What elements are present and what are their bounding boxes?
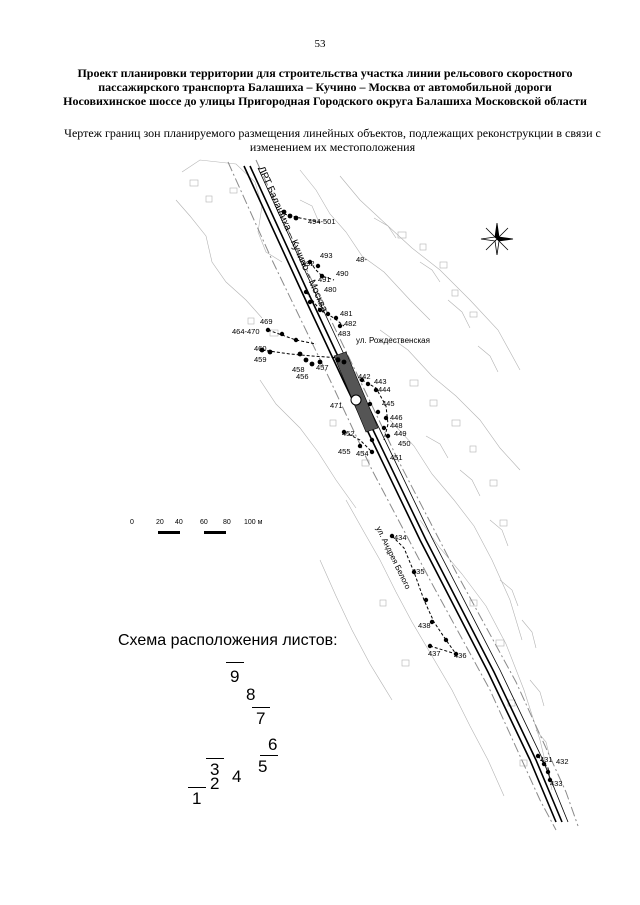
point-label: 481: [340, 309, 353, 318]
point-label: 460: [254, 344, 267, 353]
station-platform: [333, 351, 379, 433]
point-label: 450: [398, 439, 411, 448]
sheet-number: 4: [232, 767, 242, 786]
point-label: 482: [344, 319, 357, 328]
point-label: 431: [540, 755, 553, 764]
scale-tick-label: 0: [130, 519, 134, 526]
point-label: 435: [412, 567, 425, 576]
sheet-number: 5: [258, 755, 278, 775]
sheet-number: 3: [206, 758, 224, 778]
map-subtitle: Чертеж границ зон планируемого размещени…: [64, 126, 601, 154]
railway-label: ЛРТ Балашиха – Кучино – Москва: [255, 165, 330, 315]
point-label: 442: [358, 372, 371, 381]
point-labels: 494-501 493 492 48- 490 491 480 481 482 …: [232, 217, 569, 788]
point-label: 446: [390, 413, 403, 422]
north-arrow-icon: [480, 222, 514, 256]
point-label: 444: [378, 385, 391, 394]
corridor-boundaries: [227, 159, 579, 831]
scale-segment: [204, 531, 226, 534]
scale-tick-label: 40: [175, 519, 183, 526]
point-label: 448: [390, 421, 403, 430]
sheet-number: 7: [252, 707, 270, 727]
railway-tracks: [243, 165, 569, 823]
point-label: 445: [382, 399, 395, 408]
sheet-number: 6: [268, 735, 278, 754]
point-label: 443: [374, 377, 387, 386]
point-label: 456: [296, 372, 309, 381]
point-label: 451: [390, 453, 403, 462]
point-label: 458: [292, 365, 305, 374]
scale-segment: [158, 531, 180, 534]
document-title: Проект планировки территории для строите…: [63, 66, 587, 108]
point-label: 459: [254, 355, 267, 364]
point-label: 432: [556, 757, 569, 766]
reconstruction-points: [259, 209, 553, 783]
point-label: 437: [428, 649, 441, 658]
street-label-rozhdestvenskaya: ул. Рождественская: [356, 336, 430, 345]
point-label: 434: [394, 533, 407, 542]
background-context: [175, 159, 553, 797]
sheet-number: 1: [188, 787, 206, 807]
point-label: 438: [418, 621, 431, 630]
point-label: 457: [316, 363, 329, 372]
point-label: 464-470: [232, 327, 260, 336]
point-label: 454: [356, 449, 369, 458]
point-label: 455: [338, 447, 351, 456]
point-label: 436: [454, 651, 467, 660]
sheet-number: 8: [246, 685, 256, 704]
point-label: 490: [336, 269, 349, 278]
point-label: 469: [260, 317, 273, 326]
sheet-number: 2: [210, 774, 220, 793]
point-label: 492: [302, 259, 315, 268]
point-label: 449: [394, 429, 407, 438]
point-label: 48-: [356, 255, 367, 264]
sheet-legend-title: Схема расположения листов:: [118, 632, 338, 649]
scale-tick-label: 100 м: [244, 519, 263, 526]
point-label: 471: [330, 401, 343, 410]
scale-bar: 0 20 40 60 80 100 м: [130, 519, 270, 543]
point-label: 493: [320, 251, 333, 260]
point-label: 491: [318, 275, 331, 284]
page-number: 53: [314, 38, 326, 50]
scale-tick-label: 80: [223, 519, 231, 526]
point-label: 433: [550, 779, 563, 788]
scale-tick-label: 60: [200, 519, 208, 526]
point-label: 480: [324, 285, 337, 294]
sheet-number: 9: [226, 662, 244, 685]
point-label: 452: [342, 429, 355, 438]
point-label: 494-501: [308, 217, 336, 226]
point-label: 483: [338, 329, 351, 338]
scale-tick-label: 20: [156, 519, 164, 526]
